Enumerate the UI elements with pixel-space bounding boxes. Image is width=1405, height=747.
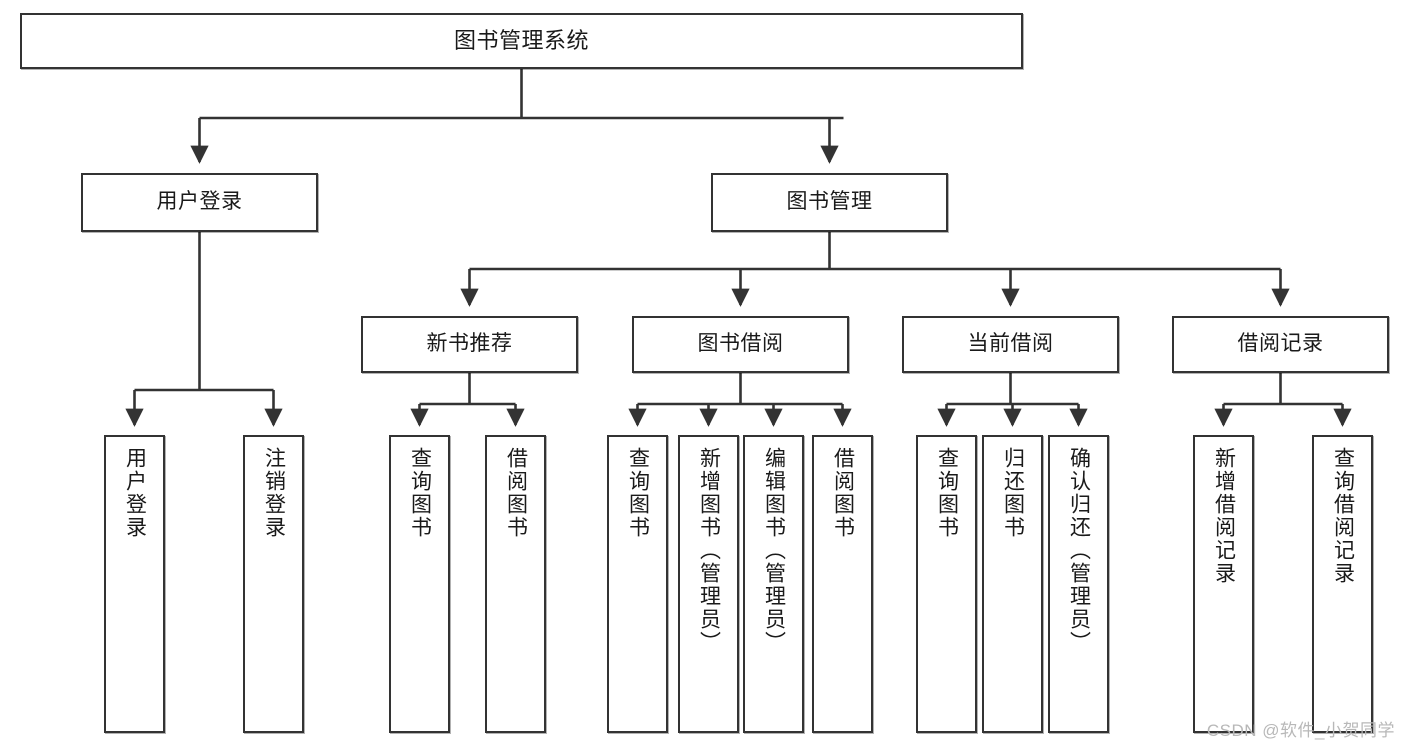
- node-leaf-query-book-2[interactable]: 查询图书: [607, 435, 668, 733]
- node-leaf-add-record[interactable]: 新增借阅记录: [1193, 435, 1254, 733]
- node-root-label: 图书管理系统: [453, 28, 589, 54]
- node-user-login-label: 用户登录: [156, 190, 243, 214]
- node-leaf-add-record-label: 新增借阅记录: [1212, 447, 1236, 585]
- node-leaf-edit-book[interactable]: 编辑图书（管理员）: [743, 435, 804, 733]
- node-leaf-user-login-label: 用户登录: [123, 447, 147, 539]
- node-root[interactable]: 图书管理系统: [20, 13, 1023, 69]
- node-leaf-query-book-3[interactable]: 查询图书: [916, 435, 977, 733]
- node-book-manage-label: 图书管理: [786, 190, 873, 214]
- node-book-borrow[interactable]: 图书借阅: [632, 316, 849, 373]
- node-leaf-user-login[interactable]: 用户登录: [104, 435, 165, 733]
- node-user-login[interactable]: 用户登录: [81, 173, 318, 232]
- node-borrow-record-label: 借阅记录: [1237, 332, 1324, 356]
- csdn-watermark: CSDN @软件_小贺同学: [1206, 721, 1395, 740]
- node-leaf-user-logout[interactable]: 注销登录: [243, 435, 304, 733]
- node-leaf-edit-book-label: 编辑图书（管理员）: [762, 447, 786, 654]
- node-leaf-query-book-1-label: 查询图书: [408, 447, 432, 539]
- node-leaf-borrow-book-1-label: 借阅图书: [504, 447, 528, 539]
- node-leaf-add-book[interactable]: 新增图书（管理员）: [678, 435, 739, 733]
- node-leaf-query-book-3-label: 查询图书: [935, 447, 959, 539]
- node-leaf-borrow-book-1[interactable]: 借阅图书: [485, 435, 546, 733]
- node-borrow-record[interactable]: 借阅记录: [1172, 316, 1389, 373]
- node-leaf-return-book-label: 归还图书: [1001, 447, 1025, 539]
- node-new-book-rec[interactable]: 新书推荐: [361, 316, 578, 373]
- node-leaf-return-book[interactable]: 归还图书: [982, 435, 1043, 733]
- node-book-borrow-label: 图书借阅: [697, 332, 784, 356]
- node-leaf-user-logout-label: 注销登录: [262, 447, 286, 539]
- node-current-borrow[interactable]: 当前借阅: [902, 316, 1119, 373]
- node-new-book-rec-label: 新书推荐: [426, 332, 513, 356]
- node-leaf-borrow-book-2-label: 借阅图书: [831, 447, 855, 539]
- node-leaf-borrow-book-2[interactable]: 借阅图书: [812, 435, 873, 733]
- node-leaf-confirm-return[interactable]: 确认归还（管理员）: [1048, 435, 1109, 733]
- node-leaf-query-record[interactable]: 查询借阅记录: [1312, 435, 1373, 733]
- node-leaf-query-book-1[interactable]: 查询图书: [389, 435, 450, 733]
- node-leaf-confirm-return-label: 确认归还（管理员）: [1067, 447, 1091, 654]
- node-leaf-query-book-2-label: 查询图书: [626, 447, 650, 539]
- node-leaf-add-book-label: 新增图书（管理员）: [697, 447, 721, 654]
- node-book-manage[interactable]: 图书管理: [711, 173, 948, 232]
- node-leaf-query-record-label: 查询借阅记录: [1331, 447, 1355, 585]
- node-current-borrow-label: 当前借阅: [967, 332, 1054, 356]
